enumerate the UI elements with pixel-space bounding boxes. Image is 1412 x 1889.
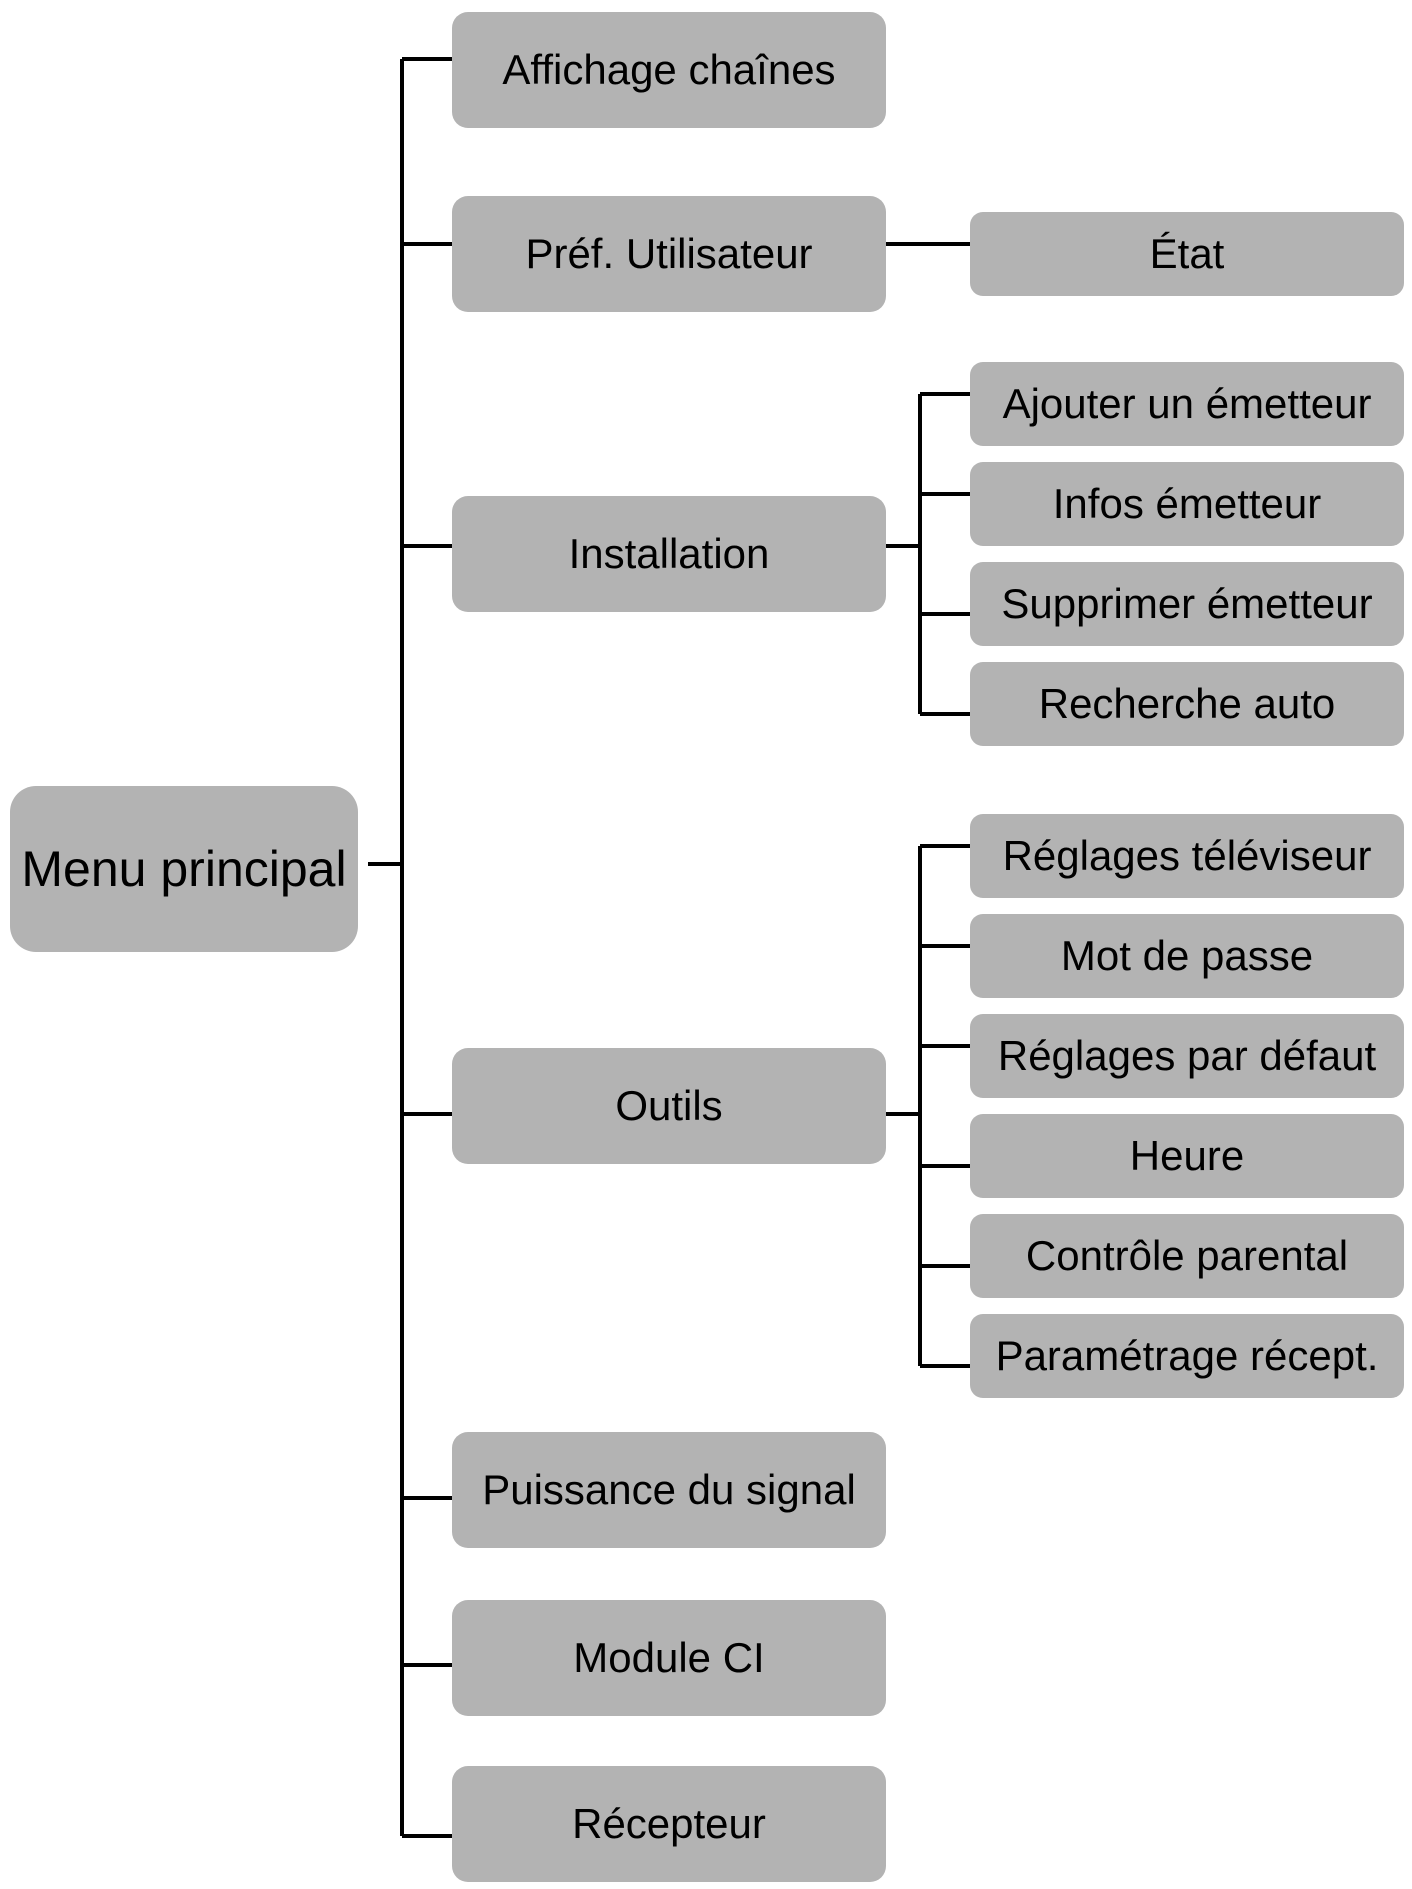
node-etat: État <box>970 212 1404 296</box>
node-label: Supprimer émetteur <box>1001 580 1373 627</box>
node-label: État <box>1149 230 1225 277</box>
node-ajouter-un-emetteur: Ajouter un émetteur <box>970 362 1404 446</box>
node-controle-parental: Contrôle parental <box>970 1214 1404 1298</box>
node-outils: Outils <box>452 1048 886 1164</box>
node-reglages-par-defaut: Réglages par défaut <box>970 1014 1404 1098</box>
node-label: Récepteur <box>572 1800 766 1847</box>
node-label: Outils <box>615 1082 723 1129</box>
node-supprimer-emetteur: Supprimer émetteur <box>970 562 1404 646</box>
node-label: Puissance du signal <box>482 1466 856 1513</box>
node-label: Préf. Utilisateur <box>525 230 813 277</box>
node-recherche-auto: Recherche auto <box>970 662 1404 746</box>
node-label: Contrôle parental <box>1025 1232 1349 1279</box>
node-label: Menu principal <box>21 841 347 897</box>
node-recepteur: Récepteur <box>452 1766 886 1882</box>
node-label: Mot de passe <box>1060 932 1314 979</box>
node-parametrage-recept: Paramétrage récept. <box>970 1314 1404 1398</box>
node-label: Module CI <box>573 1634 765 1681</box>
root-node-menu-principal: Menu principal <box>10 786 358 952</box>
node-infos-emetteur: Infos émetteur <box>970 462 1404 546</box>
node-label: Installation <box>568 530 770 577</box>
node-label: Paramétrage récept. <box>995 1332 1379 1379</box>
node-affichage-chaines: Affichage chaînes <box>452 12 886 128</box>
node-installation: Installation <box>452 496 886 612</box>
node-label: Infos émetteur <box>1052 480 1322 527</box>
node-puissance-du-signal: Puissance du signal <box>452 1432 886 1548</box>
node-pref-utilisateur: Préf. Utilisateur <box>452 196 886 312</box>
node-label: Recherche auto <box>1038 680 1336 727</box>
node-mot-de-passe: Mot de passe <box>970 914 1404 998</box>
node-label: Réglages par défaut <box>997 1032 1377 1079</box>
node-module-ci: Module CI <box>452 1600 886 1716</box>
node-label: Heure <box>1129 1132 1245 1179</box>
node-heure: Heure <box>970 1114 1404 1198</box>
node-reglages-televiseur: Réglages téléviseur <box>970 814 1404 898</box>
node-label: Affichage chaînes <box>502 46 836 93</box>
node-label: Réglages téléviseur <box>1002 832 1372 879</box>
node-label: Ajouter un émetteur <box>1002 380 1372 427</box>
